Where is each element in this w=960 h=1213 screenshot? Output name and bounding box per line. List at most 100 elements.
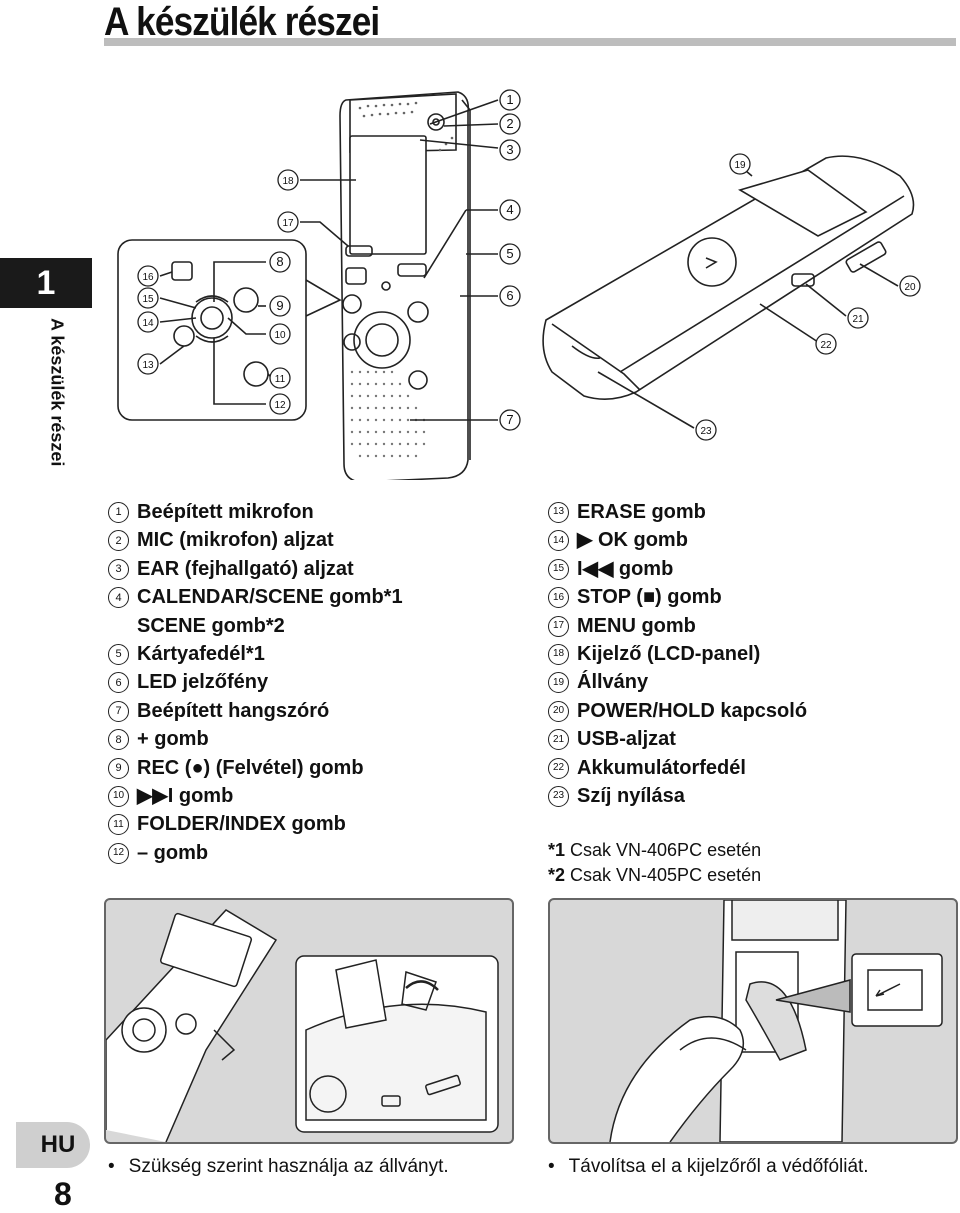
item-label: Kijelző (LCD-panel): [577, 643, 761, 666]
item-number: 21: [548, 729, 569, 751]
item-number: 15: [548, 558, 569, 580]
item-number: 6: [108, 672, 129, 694]
callout-18: 18: [282, 176, 294, 187]
side-chapter-title: A készülék részei: [47, 318, 67, 467]
item-number: 9: [108, 757, 129, 779]
callout-9: 9: [276, 298, 283, 313]
item-number: 1: [108, 502, 129, 523]
callout-8: 8: [276, 254, 283, 269]
list-item: 20 POWER/HOLD kapcsoló: [548, 697, 807, 725]
footnotes: *1 Csak VN-406PC esetén *2 Csak VN-405PC…: [548, 838, 761, 888]
footnote-mark: *1: [548, 840, 566, 860]
item-number: 17: [548, 615, 569, 637]
list-item: 12– gomb: [108, 839, 403, 867]
item-label: SCENE gomb*2: [137, 614, 285, 637]
list-item: 8 + gomb: [108, 725, 403, 753]
item-label: ▶▶I gomb: [137, 785, 234, 808]
callout-23: 23: [700, 426, 712, 437]
stand-illustration: [104, 898, 514, 1144]
stand-drawing: [106, 909, 499, 1142]
list-item: 11 FOLDER/INDEX gomb: [108, 810, 403, 838]
item-number: 5: [108, 644, 129, 666]
caption-text: Távolítsa el a kijelzőről a védőfóliát.: [568, 1156, 869, 1177]
item-label: EAR (fejhallgató) aljzat: [137, 557, 354, 580]
footnote-text: Csak VN-405PC esetén: [565, 865, 762, 885]
item-label: Beépített mikrofon: [137, 501, 314, 523]
list-item: 10▶▶I gomb: [108, 782, 403, 810]
device-diagram: 1 2 3 4 5 6 7 8 9 10 11 12 13 14 15 16 1…: [117, 89, 921, 480]
caption-right: • Távolítsa el a kijelzőről a védőfóliát.: [548, 1156, 869, 1178]
item-label: Kártyafedél*1: [137, 643, 265, 666]
item-label: LED jelzőfény: [137, 671, 269, 694]
page-title: A készülék részei: [104, 0, 380, 44]
item-number: 23: [548, 786, 569, 808]
callout-21: 21: [852, 314, 864, 325]
item-number: 14: [548, 530, 569, 552]
callout-20: 20: [904, 282, 916, 293]
item-number: 2: [108, 530, 129, 552]
callout-16: 16: [142, 272, 154, 283]
item-label: POWER/HOLD kapcsoló: [577, 699, 808, 722]
item-number: 7: [108, 700, 129, 722]
callout-15: 15: [142, 294, 154, 305]
page-number: 8: [54, 1176, 72, 1212]
callout-11: 11: [275, 374, 286, 385]
item-label: ▶ OK gomb: [577, 529, 688, 552]
callout-2: 2: [506, 116, 513, 131]
item-label: FOLDER/INDEX gomb: [137, 813, 346, 836]
callout-14: 14: [142, 318, 154, 329]
footnote-text: Csak VN-406PC esetén: [565, 840, 762, 860]
item-label: + gomb: [137, 728, 209, 751]
list-item: 19 Állvány: [548, 668, 807, 696]
item-number: 19: [548, 672, 569, 694]
list-item: 23 Szíj nyílása: [548, 782, 807, 810]
item-number: 18: [548, 644, 569, 666]
callout-13: 13: [142, 360, 154, 371]
list-item: 6 LED jelzőfény: [108, 668, 403, 696]
language-tab: HU: [16, 1122, 90, 1168]
item-number: 11: [108, 814, 129, 836]
list-item: 18 Kijelző (LCD-panel): [548, 640, 807, 668]
item-label: Beépített hangszóró: [137, 699, 330, 722]
item-number: 12: [108, 842, 129, 864]
item-label: STOP (■) gomb: [577, 586, 722, 609]
item-number: 8: [108, 729, 129, 751]
footnote: *2 Csak VN-405PC esetén: [548, 863, 761, 888]
bullet: •: [548, 1156, 555, 1177]
item-number: 4: [108, 587, 129, 609]
callout-1: 1: [506, 92, 513, 107]
item-label: REC (●) (Felvétel) gomb: [137, 756, 364, 779]
callout-12: 12: [274, 400, 286, 411]
list-item: SCENE gomb*2: [108, 612, 403, 640]
callout-7: 7: [506, 412, 513, 427]
callout-3: 3: [506, 142, 513, 157]
item-label: MIC (mikrofon) aljzat: [137, 529, 334, 552]
list-item: 9 REC (●) (Felvétel) gomb: [108, 754, 403, 782]
list-item: 5 Kártyafedél*1: [108, 640, 403, 668]
chapter-tab: 1: [0, 258, 92, 308]
callout-5: 5: [506, 246, 513, 261]
item-label: Szíj nyílása: [577, 785, 685, 808]
item-number: 20: [548, 700, 569, 722]
parts-list-left: 1 Beépített mikrofon 2 MIC (mikrofon) aljz…: [108, 498, 403, 867]
list-item: 14 ▶ OK gomb: [548, 526, 807, 554]
film-removal-illustration: [548, 898, 958, 1144]
list-item: 2 MIC (mikrofon) aljzat: [108, 526, 403, 554]
callout-10: 10: [274, 330, 286, 341]
item-number: 13: [548, 502, 569, 523]
item-number: 22: [548, 757, 569, 779]
list-item: 17 MENU gomb: [548, 612, 807, 640]
callout-19: 19: [734, 160, 746, 171]
film-drawing: [609, 900, 943, 1142]
item-label: Állvány: [577, 671, 649, 694]
item-label: MENU gomb: [577, 614, 696, 637]
caption-left: •Szükség szerint használja az állványt.: [108, 1156, 449, 1178]
list-item: 7 Beépített hangszóró: [108, 697, 403, 725]
